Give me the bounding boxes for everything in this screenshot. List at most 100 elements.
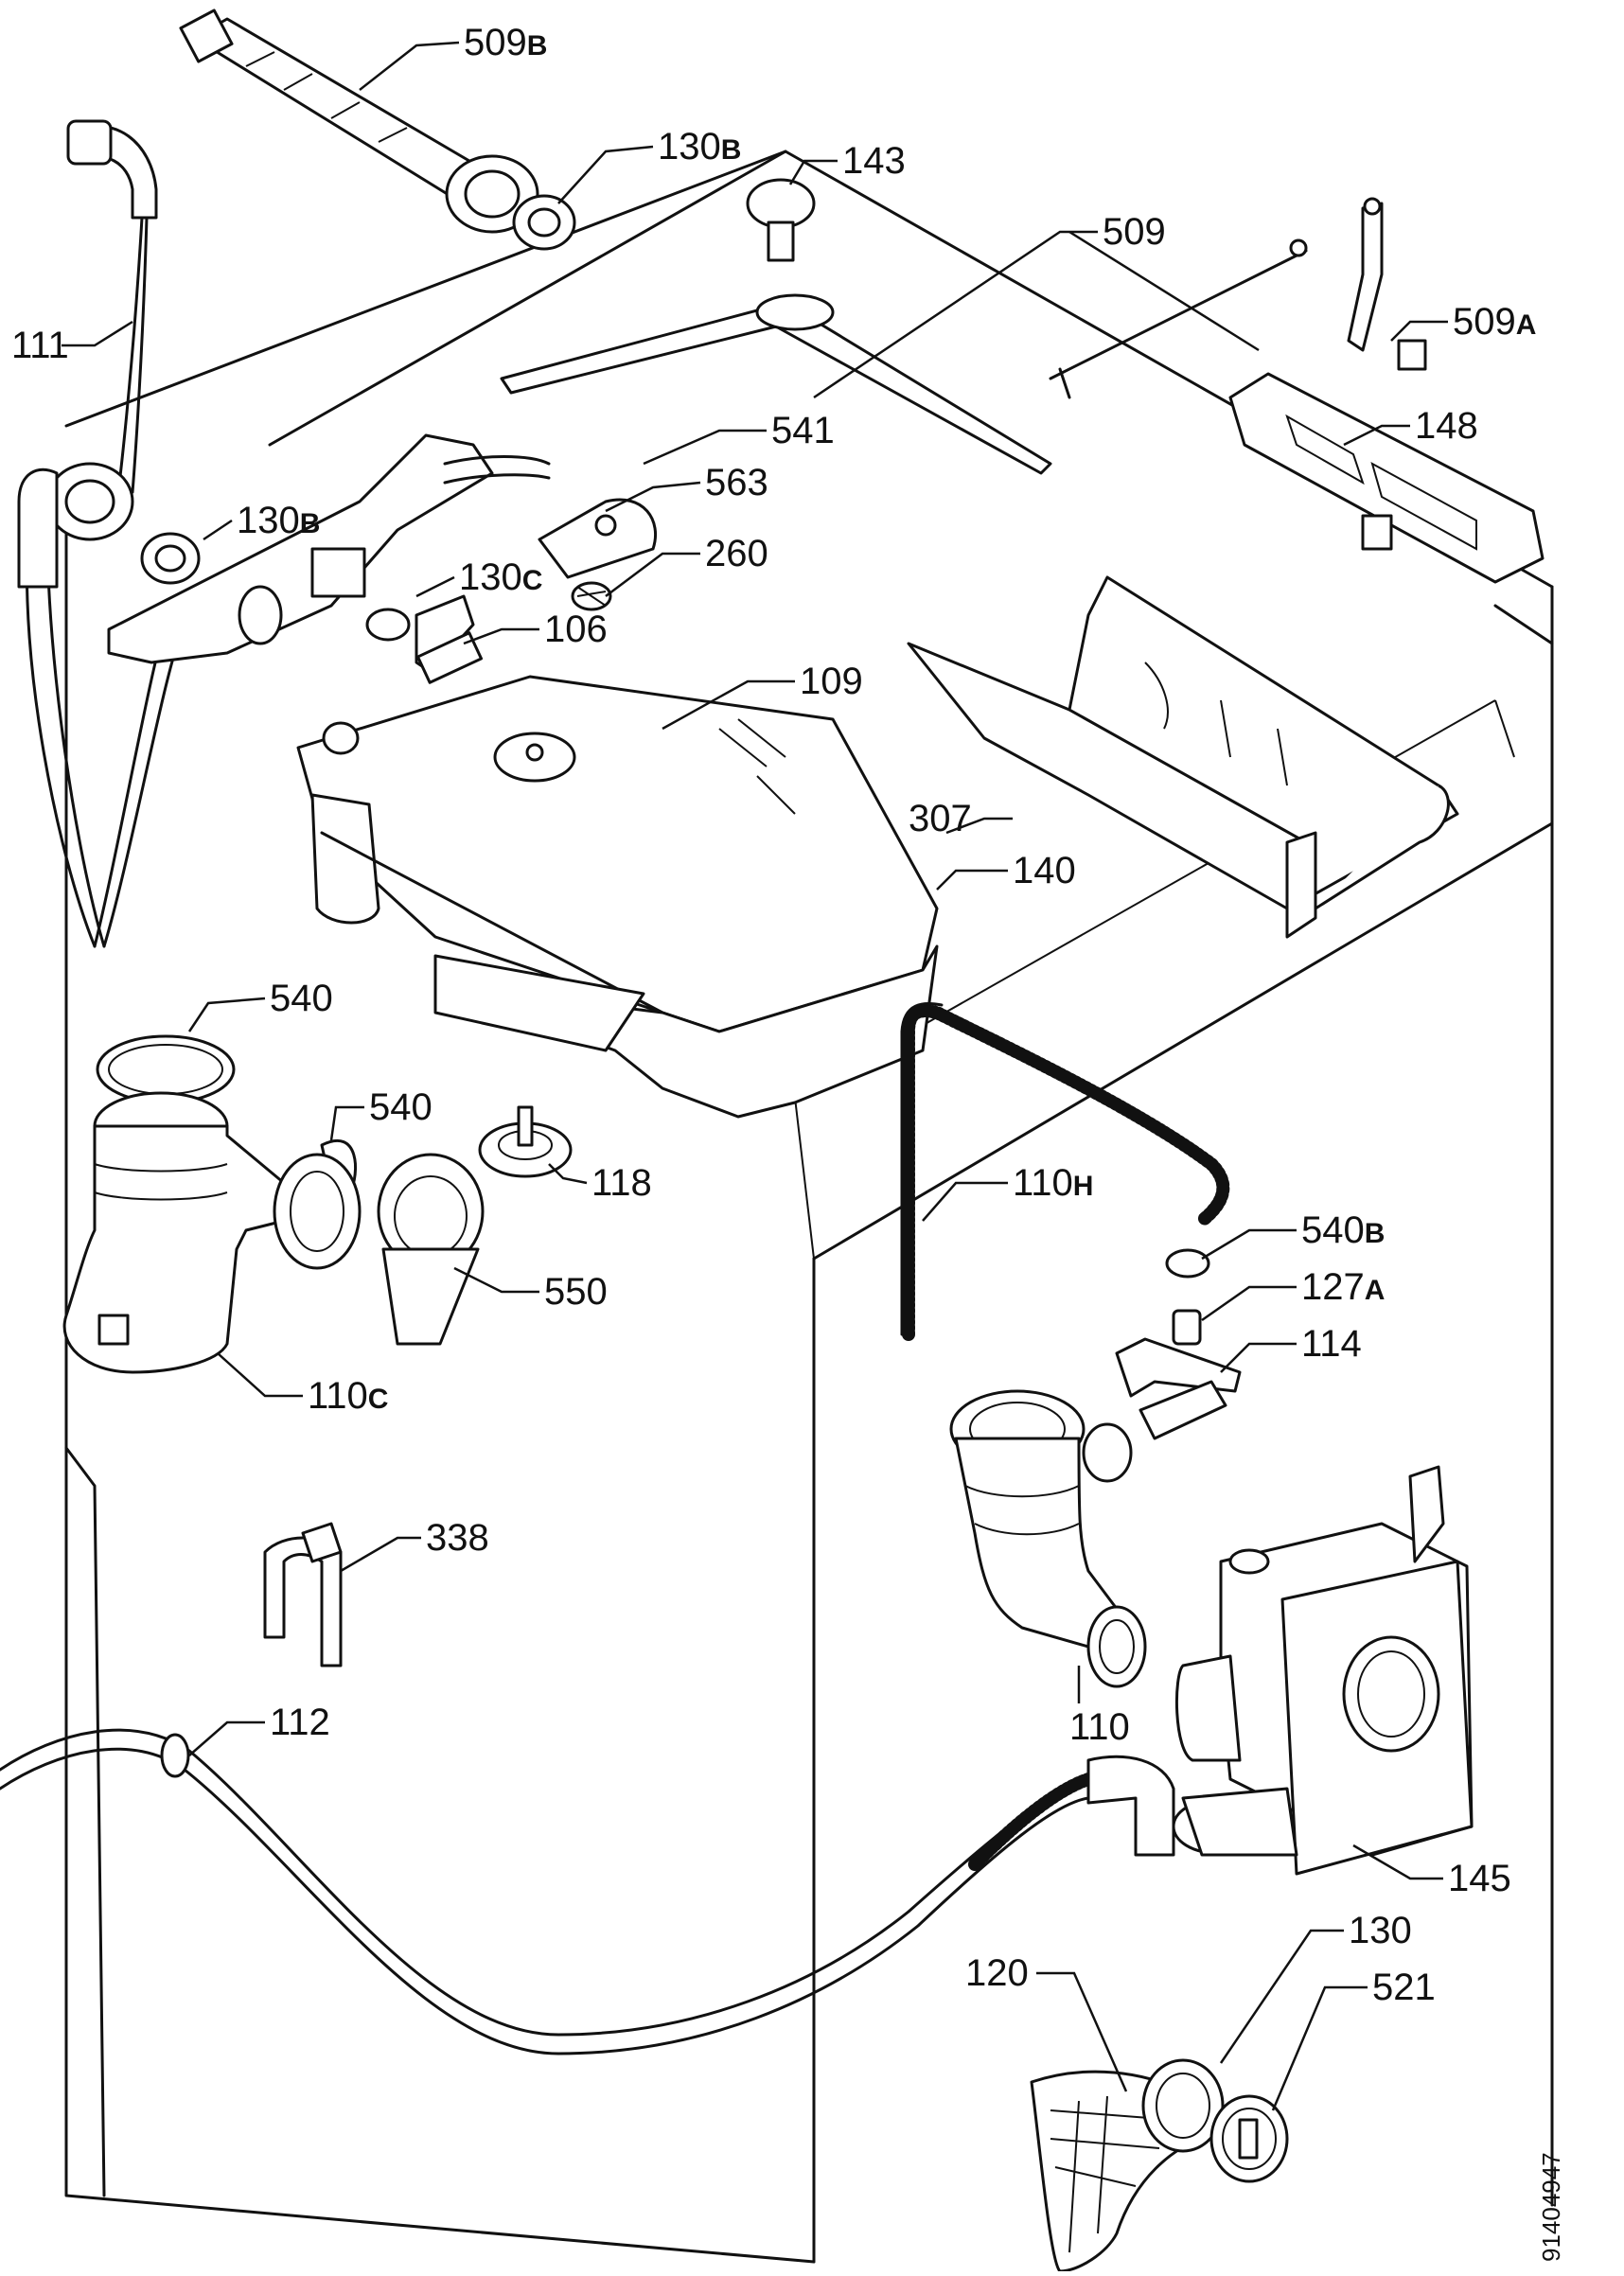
- hose-hook-part: [263, 1522, 343, 1667]
- callout-130b-left: 130B: [237, 500, 320, 541]
- callout-563: 563: [705, 462, 768, 503]
- inlet-pipe-part: [179, 9, 539, 234]
- callout-509b: 509B: [464, 22, 547, 63]
- callout-550: 550: [544, 1271, 608, 1313]
- callout-number: 118: [591, 1162, 652, 1204]
- valve-bracket-part: [107, 433, 551, 664]
- callout-106: 106: [544, 609, 608, 650]
- detergent-drawer-part: [907, 575, 1459, 939]
- callout-521: 521: [1372, 1967, 1436, 2008]
- clip-part: [377, 1153, 485, 1346]
- callout-109: 109: [800, 661, 863, 702]
- callout-260: 260: [705, 533, 768, 574]
- callout-540b: 540B: [1301, 1209, 1385, 1251]
- callout-120: 120: [965, 1952, 1029, 1994]
- callout-338: 338: [426, 1517, 489, 1559]
- dispenser-housing-part: [296, 675, 939, 1119]
- spring-part: [571, 581, 612, 611]
- callout-number: 130: [658, 126, 721, 168]
- callout-suffix: B: [721, 134, 742, 166]
- callout-number: 130: [459, 556, 522, 598]
- callout-number: 143: [842, 140, 906, 182]
- knob-part: [746, 178, 816, 262]
- callout-number: 307: [909, 798, 972, 839]
- callout-number: 540: [369, 1086, 432, 1128]
- callout-number: 509: [1453, 301, 1516, 343]
- callout-540-b: 540: [369, 1086, 432, 1128]
- callout-suffix: A: [1516, 309, 1537, 341]
- callout-127a: 127A: [1301, 1266, 1385, 1308]
- callout-307: 307: [909, 798, 972, 839]
- callout-112: 112: [270, 1702, 330, 1743]
- callout-number: 509: [464, 22, 527, 63]
- cam-plate-part: [538, 498, 658, 579]
- callout-suffix: C: [368, 1384, 389, 1415]
- callout-number: 140: [1013, 850, 1076, 891]
- callout-suffix: H: [1073, 1171, 1094, 1202]
- nut-part-left: [140, 532, 201, 585]
- small-parts-right: [1115, 1248, 1242, 1440]
- valve-parts: [365, 594, 484, 684]
- callout-suffix: C: [522, 565, 543, 596]
- callout-118: 118: [591, 1162, 652, 1204]
- lever-part: [500, 238, 1308, 475]
- callout-number: 338: [426, 1517, 489, 1559]
- callout-number: 540: [270, 978, 333, 1019]
- drain-hose-part: [0, 1728, 1175, 2055]
- callout-number: 130: [1349, 1910, 1412, 1951]
- leader-lines: [62, 41, 1448, 2111]
- callout-number: 148: [1415, 405, 1478, 447]
- callout-509: 509: [1103, 211, 1166, 253]
- gear-part: [478, 1105, 573, 1178]
- callout-114: 114: [1301, 1323, 1362, 1365]
- callout-number: 550: [544, 1271, 608, 1313]
- callout-111: 111: [11, 325, 69, 366]
- small-lever-part: [1347, 197, 1427, 371]
- callout-number: 540: [1301, 1209, 1365, 1251]
- callout-suffix: B: [1365, 1218, 1386, 1249]
- callout-number: 509: [1103, 211, 1166, 253]
- callout-number: 111: [11, 325, 69, 366]
- callout-130c: 130C: [459, 556, 542, 598]
- callout-number: 521: [1372, 1967, 1436, 2008]
- bellows-hose-part: [949, 1389, 1147, 1688]
- callout-number: 110: [1069, 1706, 1130, 1748]
- callout-509a: 509A: [1453, 301, 1536, 343]
- callout-140: 140: [1013, 850, 1076, 891]
- callout-number: 541: [771, 410, 835, 451]
- callout-suffix: B: [300, 508, 321, 539]
- callout-130b-top: 130B: [658, 126, 741, 168]
- callout-540-a: 540: [270, 978, 333, 1019]
- callout-110c: 110C: [308, 1375, 388, 1417]
- hose-part: [900, 1001, 1230, 1341]
- callout-number: 563: [705, 462, 768, 503]
- callout-number: 110: [308, 1375, 368, 1417]
- callout-148: 148: [1415, 405, 1478, 447]
- pump-assembly-part: [1172, 1465, 1474, 1876]
- callout-number: 130: [237, 500, 300, 541]
- sump-hose-part: [62, 1091, 362, 1374]
- callout-541: 541: [771, 410, 835, 451]
- callout-number: 106: [544, 609, 608, 650]
- callout-110h: 110H: [1013, 1162, 1093, 1204]
- drawer-handle-part: [1228, 372, 1545, 584]
- callout-suffix: A: [1365, 1275, 1386, 1306]
- callout-143: 143: [842, 140, 906, 182]
- callout-number: 114: [1301, 1323, 1362, 1365]
- callout-number: 260: [705, 533, 768, 574]
- inlet-hose-part: [17, 119, 186, 948]
- document-number: 91404947: [1537, 2152, 1565, 2262]
- callout-number: 145: [1448, 1858, 1511, 1899]
- callout-suffix: B: [527, 30, 548, 62]
- callout-number: 120: [965, 1952, 1029, 1994]
- nut-part-top: [512, 194, 576, 251]
- callout-130: 130: [1349, 1910, 1412, 1951]
- callout-number: 110: [1013, 1162, 1073, 1204]
- callout-number: 109: [800, 661, 863, 702]
- callout-110: 110: [1069, 1706, 1130, 1748]
- filter-parts: [1030, 2058, 1289, 2273]
- callout-145: 145: [1448, 1858, 1511, 1899]
